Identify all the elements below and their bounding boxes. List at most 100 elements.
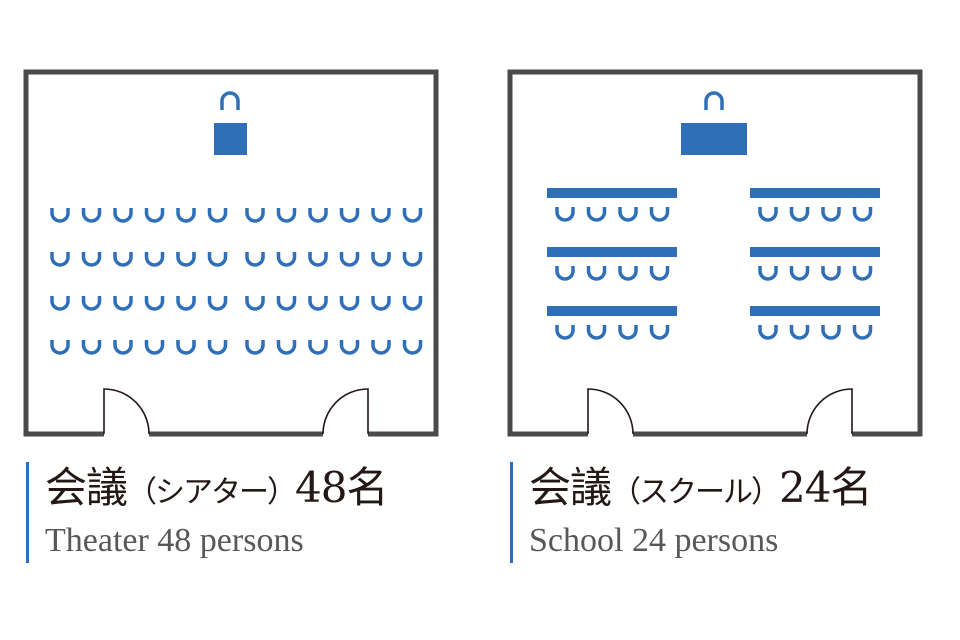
- chair-icon: [758, 266, 778, 281]
- chair-icon: [81, 296, 102, 311]
- chair-icon: [555, 207, 575, 222]
- chair-icon: [276, 296, 297, 311]
- caption-school-en: School 24 persons: [529, 522, 779, 559]
- chair-icon: [821, 325, 841, 340]
- chair-icon: [207, 208, 228, 223]
- chair-icon: [207, 340, 228, 355]
- desk: [547, 188, 677, 198]
- chair-icon: [176, 296, 196, 311]
- chair-icon: [276, 208, 297, 223]
- door-swing-icon: [103, 388, 150, 435]
- chair-icon: [402, 252, 423, 267]
- chair-icon: [81, 252, 102, 267]
- room-wall: [507, 69, 923, 437]
- chair-icon: [789, 266, 810, 281]
- chair-icon: [339, 252, 360, 267]
- chair-icon: [207, 296, 228, 311]
- chair-icon: [649, 325, 670, 340]
- chair-icon: [586, 266, 607, 281]
- room-theater: [23, 69, 439, 437]
- door-leaf: [587, 388, 634, 435]
- desk: [750, 306, 880, 316]
- chair-icon: [308, 340, 328, 355]
- caption-theater-en: Theater 48 persons: [45, 522, 304, 559]
- caption-theater-jp: 会議（シアター）48名: [45, 463, 388, 512]
- chair-icon: [50, 340, 70, 355]
- chair-icon: [618, 325, 638, 340]
- chair-icon: [144, 340, 165, 355]
- chair-icon: [789, 325, 810, 340]
- chair-icon: [113, 296, 133, 311]
- chair-icon: [113, 252, 133, 267]
- chair-icon: [852, 266, 873, 281]
- lectern-icon: [681, 91, 747, 155]
- desk: [750, 247, 880, 257]
- chair-icon: [649, 266, 670, 281]
- lectern-icon: [214, 91, 247, 155]
- chair-icon: [144, 252, 165, 267]
- chair-icon: [852, 325, 873, 340]
- chair-icon: [649, 207, 670, 222]
- door-swing-icon: [806, 388, 853, 435]
- caption-school: 会議（スクール）24名 School 24 persons: [510, 462, 872, 563]
- chair-icon: [245, 208, 265, 223]
- chair-icon: [555, 325, 575, 340]
- chair-icon: [50, 252, 70, 267]
- caption-theater: 会議（シアター）48名 Theater 48 persons: [26, 462, 388, 563]
- lectern-mic: [220, 91, 240, 110]
- chair-icon: [852, 207, 873, 222]
- chair-icon: [50, 296, 70, 311]
- chair-icon: [586, 207, 607, 222]
- door-leaf: [806, 388, 853, 435]
- chair-icon: [758, 325, 778, 340]
- chair-icon: [113, 208, 133, 223]
- door-leaf: [322, 388, 369, 435]
- chair-icon: [402, 208, 423, 223]
- chair-icon: [245, 252, 265, 267]
- chair-icon: [144, 296, 165, 311]
- chair-icon: [339, 340, 360, 355]
- chair-icon: [207, 252, 228, 267]
- chair-icon: [821, 266, 841, 281]
- chair-icon: [371, 296, 391, 311]
- room-wall: [23, 69, 439, 437]
- chair-icon: [50, 208, 70, 223]
- chair-icon: [618, 207, 638, 222]
- chair-icon: [245, 340, 265, 355]
- chair-icon: [339, 208, 360, 223]
- desk: [750, 188, 880, 198]
- chair-icon: [789, 207, 810, 222]
- desk: [547, 247, 677, 257]
- chair-icon: [276, 252, 297, 267]
- lectern-body: [214, 123, 247, 155]
- door-swing-icon: [587, 388, 634, 435]
- chair-icon: [176, 252, 196, 267]
- desk: [547, 306, 677, 316]
- chair-icon: [371, 252, 391, 267]
- door-swing-icon: [322, 388, 369, 435]
- chair-icon: [402, 296, 423, 311]
- chair-icon: [144, 208, 165, 223]
- lectern-body: [681, 123, 747, 155]
- room-school: [507, 69, 923, 437]
- chair-icon: [308, 252, 328, 267]
- chair-icon: [371, 208, 391, 223]
- chair-icon: [555, 266, 575, 281]
- chair-icon: [308, 296, 328, 311]
- lectern-mic: [704, 91, 724, 110]
- chair-icon: [113, 340, 133, 355]
- door-leaf: [103, 388, 150, 435]
- chair-icon: [402, 340, 423, 355]
- chair-icon: [176, 340, 196, 355]
- chair-icon: [245, 296, 265, 311]
- chair-icon: [371, 340, 391, 355]
- chair-icon: [81, 340, 102, 355]
- chair-icon: [308, 208, 328, 223]
- chair-icon: [758, 207, 778, 222]
- chair-icon: [586, 325, 607, 340]
- chair-icon: [176, 208, 196, 223]
- caption-school-jp: 会議（スクール）24名: [529, 463, 872, 512]
- chair-icon: [821, 207, 841, 222]
- chair-icon: [81, 208, 102, 223]
